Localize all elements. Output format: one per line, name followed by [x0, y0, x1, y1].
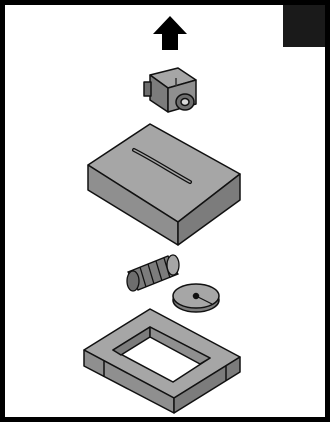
square-foam-frame-icon [84, 309, 240, 413]
round-disc-icon [173, 284, 219, 312]
up-arrow-icon [153, 16, 187, 50]
cylindrical-brush-icon [127, 255, 179, 291]
pump-motor-icon [144, 68, 196, 112]
foam-lid-block-icon [88, 124, 240, 245]
